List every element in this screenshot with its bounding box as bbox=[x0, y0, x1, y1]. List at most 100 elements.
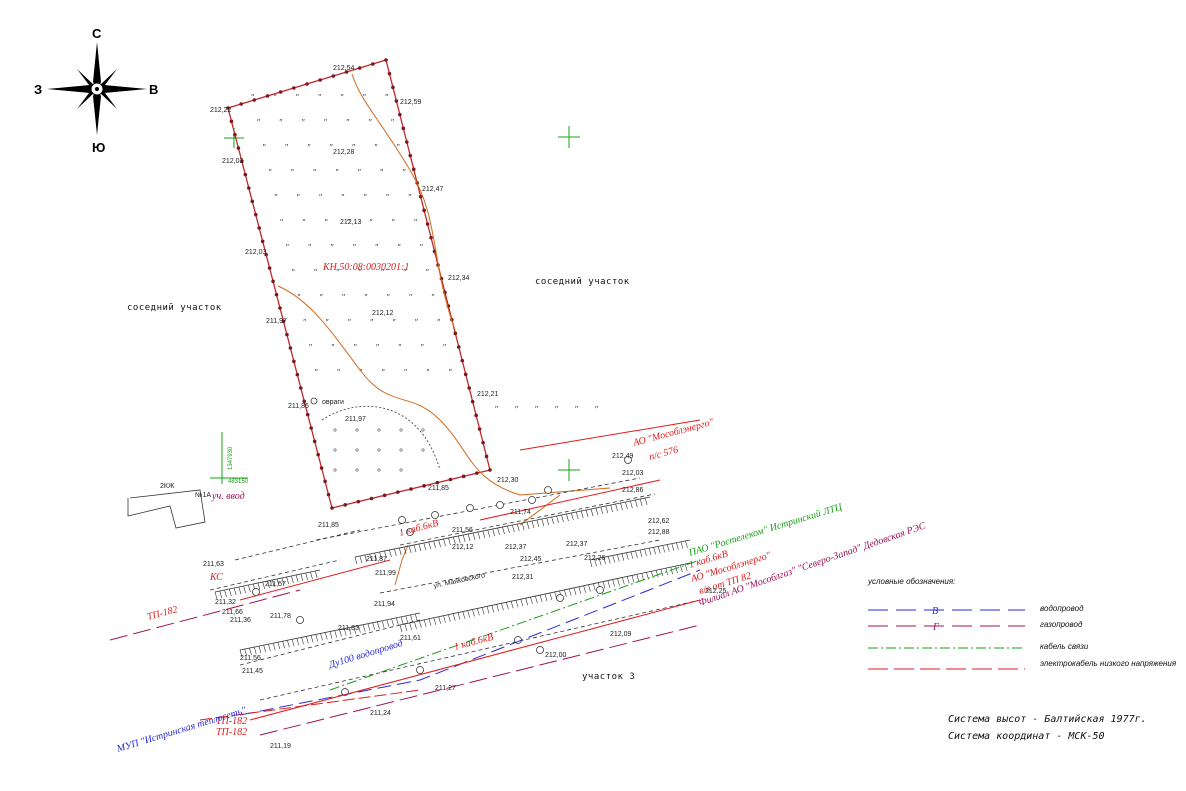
kerb-tick bbox=[367, 623, 371, 631]
neighbor-left: соседний участок bbox=[127, 303, 222, 313]
boundary-vertex bbox=[285, 332, 289, 337]
dot-mark bbox=[333, 428, 337, 432]
dot-mark bbox=[377, 448, 381, 452]
kerb-tick bbox=[588, 584, 591, 592]
boundary-vertex bbox=[292, 359, 296, 364]
vodoprovod-label: Ду100 водопровод bbox=[327, 638, 404, 671]
boundary-vertex bbox=[457, 345, 461, 349]
grass-mark: ′′ bbox=[251, 93, 255, 102]
elevation-label: 211,87 bbox=[366, 556, 387, 563]
boundary-vertex bbox=[274, 292, 279, 297]
kerb-tick bbox=[248, 584, 251, 593]
kerb-tick bbox=[381, 620, 385, 628]
grass-mark: ′′ bbox=[369, 218, 373, 227]
elevation-label: 211,83 bbox=[338, 625, 359, 632]
kerb-tick bbox=[525, 598, 528, 606]
elevation-label: 212,22 bbox=[210, 107, 232, 114]
elevation-label: 212,09 bbox=[610, 631, 632, 638]
grass-mark: ′′ bbox=[309, 343, 313, 352]
boundary-vertex bbox=[396, 490, 400, 494]
grass-mark: ′′ bbox=[325, 218, 329, 227]
kerb-tick bbox=[262, 581, 266, 590]
boundary-vertex bbox=[318, 78, 322, 82]
boundary-vertices bbox=[226, 58, 492, 510]
neighbor-right: соседний участок bbox=[535, 277, 630, 287]
kerb-tick bbox=[353, 626, 356, 634]
elevation-label: 212,03 bbox=[622, 470, 644, 477]
boundary-vertex bbox=[309, 426, 314, 430]
elevation-label: 212,00 bbox=[545, 652, 567, 659]
boundary-vertex bbox=[236, 146, 241, 150]
grass-mark: ′′ bbox=[364, 293, 368, 302]
grass-mark: ′′ bbox=[535, 405, 539, 414]
kerb-tick bbox=[655, 570, 659, 578]
kerb-tick bbox=[314, 570, 318, 579]
compass-west: З bbox=[34, 82, 42, 97]
grass-marks: ′′′′′′′′′′′′′′′′′′′′′′′′′′′′′′′′′′′′′′′′… bbox=[251, 93, 599, 472]
grass-mark: ′′ bbox=[337, 368, 341, 377]
dot-mark bbox=[377, 428, 381, 432]
kerb-tick bbox=[310, 635, 314, 643]
grass-mark: ′′ bbox=[381, 268, 385, 277]
kerb-tick bbox=[487, 529, 491, 538]
elevation-label: 211,99 bbox=[375, 570, 396, 577]
kerb-tick bbox=[636, 574, 640, 582]
kerb-tick bbox=[564, 589, 567, 597]
kerb-tick bbox=[358, 625, 361, 633]
coord-x: 1347930 bbox=[228, 446, 234, 470]
building-floors: 2КЖ bbox=[160, 483, 175, 490]
boundary-vertex bbox=[292, 86, 296, 90]
kerb-tick bbox=[362, 624, 366, 632]
elevation-label: 211,19 bbox=[270, 743, 291, 750]
input-label: уч. ввод bbox=[211, 491, 245, 502]
boundary-vertex bbox=[474, 413, 478, 418]
boundary-vertex bbox=[326, 492, 331, 497]
cadastral-number: КН 50:08:0030201:1 bbox=[322, 262, 409, 273]
dot-mark bbox=[355, 428, 359, 432]
tp182-c: ТП-182 bbox=[216, 727, 247, 738]
grass-mark: ′′ bbox=[380, 168, 384, 177]
grass-mark: ′′ bbox=[336, 268, 340, 277]
kerb-tick bbox=[267, 580, 270, 589]
cable-6kv-c: 1 каб.6кВ bbox=[453, 632, 495, 653]
kerb-tick bbox=[602, 581, 606, 589]
boundary-vertex bbox=[240, 159, 244, 164]
kerb-tick bbox=[516, 523, 520, 532]
kerb-tick bbox=[291, 575, 294, 584]
kerb-tick bbox=[244, 648, 248, 657]
kerb-tick bbox=[625, 501, 628, 510]
grass-mark: ′′ bbox=[336, 168, 340, 177]
kerb-tick bbox=[622, 577, 625, 585]
kerb-tick bbox=[496, 604, 499, 612]
boundary-vertex bbox=[265, 94, 270, 98]
kerb-tick bbox=[229, 588, 232, 597]
svg-text:В: В bbox=[932, 606, 938, 617]
elevation-label: 212,47 bbox=[422, 186, 444, 193]
tree-icon bbox=[466, 504, 474, 512]
contour-lines bbox=[277, 73, 611, 586]
kerb-tick bbox=[583, 585, 586, 593]
kerb-tick bbox=[405, 615, 409, 624]
kerb-tick bbox=[423, 542, 427, 551]
ravine-label: овраги bbox=[322, 399, 344, 406]
boundary-vertex bbox=[331, 74, 336, 78]
boundary-vertex bbox=[488, 468, 492, 472]
elevation-label: 212,59 bbox=[400, 99, 422, 106]
elevation-label: 211,94 bbox=[374, 601, 395, 608]
kerb-tick bbox=[521, 522, 525, 531]
dot-mark bbox=[399, 428, 403, 432]
kerb-tick bbox=[433, 617, 437, 625]
kerb-tick bbox=[657, 546, 661, 554]
kerb-tick bbox=[374, 552, 377, 561]
boundary-vertex bbox=[233, 132, 237, 137]
system-heights: Система высот - Балтийская 1977г. bbox=[948, 713, 1147, 725]
kerb-tick bbox=[467, 533, 471, 542]
grass-mark: ′′ bbox=[385, 93, 389, 102]
tree-icon bbox=[496, 501, 504, 509]
boundary-vertex bbox=[264, 252, 268, 257]
kerb-tick bbox=[651, 571, 654, 579]
boundary-vertex bbox=[260, 239, 265, 244]
grass-mark: ′′ bbox=[420, 243, 424, 252]
dot-mark bbox=[421, 448, 425, 452]
kerb-tick bbox=[607, 556, 611, 564]
